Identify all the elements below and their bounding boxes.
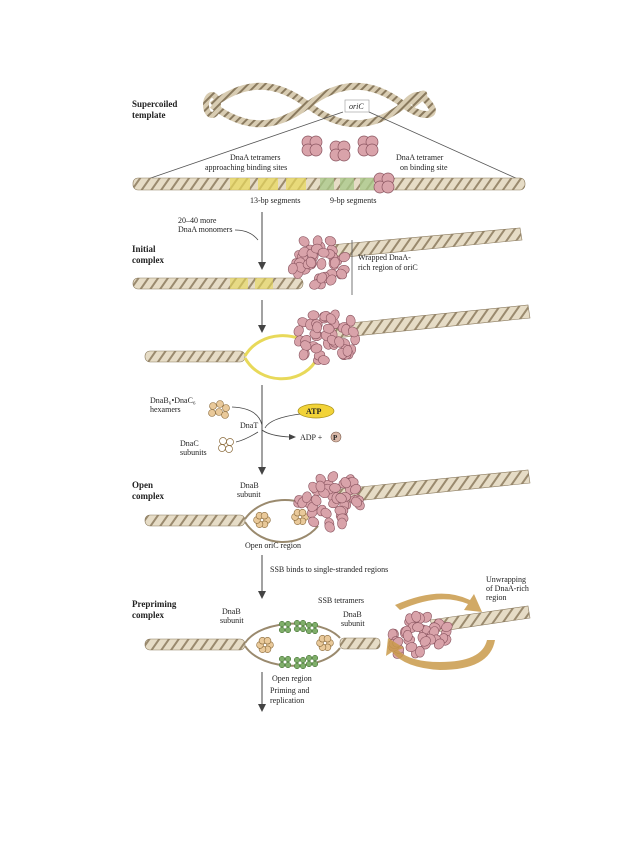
unwrapping-arrows — [386, 593, 495, 670]
label-oric-top: oriC — [349, 102, 364, 111]
label-hexamers: hexamers — [150, 405, 181, 414]
dnac-subunits-icon — [218, 437, 234, 453]
atp-badge — [297, 403, 335, 419]
label-open-oric: Open oriC region — [245, 541, 301, 550]
label-replication: replication — [270, 696, 304, 705]
label-ssb-binds: SSB binds to single-stranded regions — [270, 565, 388, 574]
label-adp: ADP + — [300, 433, 323, 442]
dnaa-complex-melted — [293, 309, 361, 365]
label-unwrapping: Unwrapping — [486, 575, 526, 584]
initial-complex-dna — [132, 227, 523, 290]
label-dnat: DnaT — [240, 421, 258, 430]
label-dnab-dnac: DnaB₆•DnaC₆ — [150, 396, 196, 405]
label-region: region — [486, 593, 506, 602]
label-ssb-tetramers: SSB tetramers — [318, 596, 364, 605]
supercoiled-template — [203, 82, 436, 128]
label-open-region: Open region — [272, 674, 312, 683]
label-dnaa-tetramer: DnaA tetramer — [396, 153, 444, 162]
zoom-line-left — [144, 111, 344, 181]
label-subunit-open: subunit — [237, 490, 261, 499]
label-complex-prepriming: complex — [132, 610, 164, 620]
label-template: template — [132, 110, 166, 120]
label-20-40-more: 20–40 more — [178, 216, 217, 225]
ssb-tetramers-group — [278, 619, 319, 670]
label-9bp: 9-bp segments — [330, 196, 376, 205]
label-dnab-right: DnaB — [343, 610, 362, 619]
label-dnac: DnaC — [180, 439, 199, 448]
label-open: Open — [132, 480, 153, 490]
dnab-hexamer-icon — [208, 400, 230, 419]
label-subunits: subunits — [180, 448, 207, 457]
linear-dna-1 — [132, 172, 526, 194]
label-wrapped: Wrapped DnaA- — [358, 253, 411, 262]
dnab-helicases-open — [253, 509, 309, 528]
label-approaching: approaching binding sites — [205, 163, 287, 172]
label-pi: P — [333, 434, 338, 442]
prepriming-dna — [144, 605, 531, 667]
label-subunit-right: subunit — [341, 619, 365, 628]
label-13bp: 13-bp segments — [250, 196, 300, 205]
label-dnaa-rich: of DnaA-rich — [486, 584, 529, 593]
label-dnaa-tetramers: DnaA tetramers — [230, 153, 280, 162]
label-dnaa-monomers: DnaA monomers — [178, 225, 232, 234]
dnaa-complex-open — [293, 471, 365, 533]
oric-box — [344, 99, 370, 113]
label-dnab-left: DnaB — [222, 607, 241, 616]
label-rich-region: rich region of oriC — [358, 263, 418, 272]
label-complex-open: complex — [132, 491, 164, 501]
label-on-binding-site: on binding site — [400, 163, 448, 172]
melted-dna — [144, 304, 531, 381]
zoom-line-right — [368, 111, 521, 181]
label-dnab-open: DnaB — [240, 481, 259, 490]
label-initial: Initial — [132, 244, 156, 254]
dnaa-tetramers-approaching — [301, 135, 379, 162]
dnab-helicases-prepriming — [256, 634, 334, 653]
label-complex-initial: complex — [132, 255, 164, 265]
label-prepriming: Prepriming — [132, 599, 177, 609]
label-supercoiled: Supercoiled — [132, 99, 177, 109]
label-subunit-left: subunit — [220, 616, 244, 625]
dnaa-complex-initial — [287, 235, 351, 290]
label-atp: ATP — [306, 407, 322, 416]
pi-badge — [330, 431, 342, 443]
label-priming: Priming and — [270, 686, 309, 695]
